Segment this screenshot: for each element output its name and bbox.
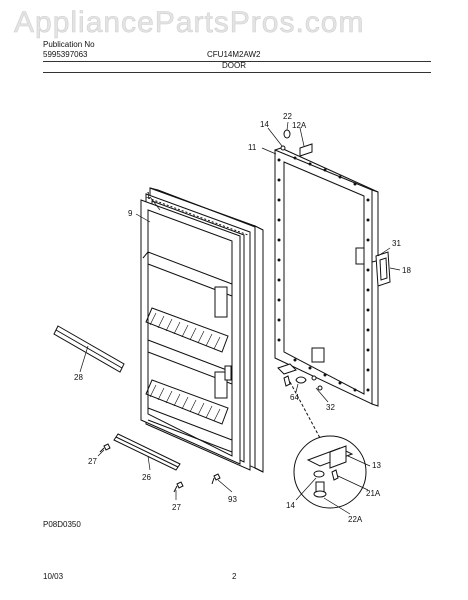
callout-22a: 22A — [348, 515, 363, 524]
section-title: DOOR — [222, 61, 246, 70]
breaker-strip-bottom — [113, 433, 181, 471]
publication-number: 5995397063 — [43, 50, 88, 59]
callout-26: 26 — [142, 473, 151, 482]
callout-labels: 1 9 11 12A 13 14 14 18 21A 22 22A 26 27 … — [74, 112, 411, 524]
inner-door-liner — [140, 199, 241, 465]
callout-22: 22 — [283, 112, 292, 121]
bottom-hinge-parts — [277, 363, 323, 391]
callout-14-top: 14 — [260, 120, 269, 129]
hinge-detail-circle — [289, 381, 367, 509]
callout-11: 11 — [248, 143, 257, 152]
callout-21a: 21A — [366, 489, 381, 498]
header-rule-top — [43, 61, 431, 62]
callout-13: 13 — [372, 461, 381, 470]
watermark: AppliancePartsPros.com — [14, 6, 365, 40]
top-hinge-parts — [280, 129, 313, 157]
callout-93: 93 — [228, 495, 237, 504]
callout-1: 1 — [146, 191, 151, 200]
callout-28: 28 — [74, 373, 83, 382]
publication-label: Publication No — [43, 40, 95, 49]
header-rule-bottom — [43, 72, 431, 73]
callout-31: 31 — [392, 239, 401, 248]
callout-27-left: 27 — [88, 457, 97, 466]
breaker-strip-top — [53, 325, 125, 373]
door-frame — [274, 147, 379, 407]
callout-64: 64 — [290, 393, 299, 402]
callout-14-lower: 14 — [286, 501, 295, 510]
callout-12a: 12A — [292, 121, 307, 130]
footer-date: 10/03 — [43, 572, 64, 581]
callout-9: 9 — [128, 209, 133, 218]
drawing-code: P08D0350 — [43, 520, 81, 529]
model-number: CFU14M2AW2 — [207, 50, 261, 59]
callout-27-bottom: 27 — [172, 503, 181, 512]
door-handle — [371, 251, 391, 287]
screws — [99, 443, 221, 493]
callout-18: 18 — [402, 266, 411, 275]
page-number: 2 — [232, 572, 237, 581]
leader-lines — [79, 121, 401, 515]
callout-32: 32 — [326, 403, 335, 412]
